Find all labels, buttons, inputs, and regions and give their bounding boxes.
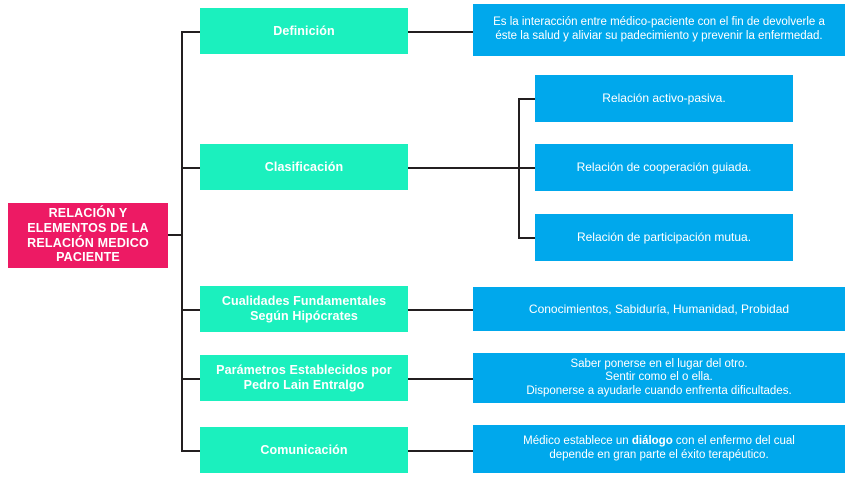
branch-node-comunicacion[interactable]: Comunicación bbox=[200, 427, 408, 473]
leaf-text-parametros: Saber ponerse en el lugar del otro. Sent… bbox=[473, 358, 845, 399]
connector-cualidades-to-leaf bbox=[408, 309, 474, 311]
branch-label-cualidades-line-2: Según Hipócrates bbox=[250, 309, 358, 323]
branch-label-parametros-line-2: Pedro Lain Entralgo bbox=[243, 378, 365, 392]
root-line-4: PACIENTE bbox=[56, 250, 120, 265]
connector-parametros-to-leaf bbox=[408, 378, 474, 380]
leaf-parametros-line-3: Disponerse a ayudarle cuando enfrenta di… bbox=[526, 384, 792, 397]
leaf-text-cualidades: Conocimientos, Sabiduría, Humanidad, Pro… bbox=[528, 301, 790, 316]
branch-label-definicion: Definición bbox=[273, 23, 335, 38]
connector-trunk-to-clasificacion bbox=[181, 167, 201, 169]
branch-label-parametros-line-1: Parámetros Establecidos por bbox=[216, 363, 392, 378]
leaf-node-clasificacion-3[interactable]: Relación de participación mutua. bbox=[535, 214, 793, 261]
connector-root-stub bbox=[168, 234, 183, 236]
connector-trunk-to-parametros bbox=[181, 378, 201, 380]
branch-node-definicion[interactable]: Definición bbox=[200, 8, 408, 54]
leaf-definicion-line-2: éste la salud y aliviar su padecimiento … bbox=[495, 30, 823, 42]
branch-node-parametros[interactable]: Parámetros Establecidos por Pedro Lain E… bbox=[200, 355, 408, 401]
leaf-text-comunicacion: Médico establece un diálogo con el enfer… bbox=[473, 435, 845, 462]
leaf-text-clasificacion-2: Relación de cooperación guiada. bbox=[576, 160, 752, 175]
leaf-text-clasificacion-3: Relación de participación mutua. bbox=[576, 230, 752, 245]
root-node-relacion-medico-paciente[interactable]: RELACIÓN Y ELEMENTOS DE LA RELACIÓN MEDI… bbox=[8, 203, 168, 268]
branch-node-cualidades[interactable]: Cualidades Fundamentales Según Hipócrate… bbox=[200, 286, 408, 332]
leaf-comunicacion-line-2: depende en gran parte el éxito terapéuti… bbox=[549, 449, 769, 461]
leaf-node-comunicacion-texto[interactable]: Médico establece un diálogo con el enfer… bbox=[473, 425, 845, 473]
leaf-parametros-line-1: Saber ponerse en el lugar del otro. bbox=[570, 357, 748, 370]
branch-label-cualidades-line-1: Cualidades Fundamentales bbox=[221, 294, 387, 309]
leaf-node-cualidades-texto[interactable]: Conocimientos, Sabiduría, Humanidad, Pro… bbox=[473, 287, 845, 331]
leaf-node-clasificacion-1[interactable]: Relación activo-pasiva. bbox=[535, 75, 793, 122]
connector-definicion-to-leaf bbox=[408, 31, 474, 33]
leaf-node-definicion-texto[interactable]: Es la interacción entre médico-paciente … bbox=[473, 4, 845, 56]
connector-trunk-to-definicion bbox=[181, 31, 201, 33]
leaf-node-parametros-texto[interactable]: Saber ponerse en el lugar del otro. Sent… bbox=[473, 353, 845, 403]
root-line-3: RELACIÓN MEDICO bbox=[27, 235, 149, 250]
connector-trunk-to-comunicacion bbox=[181, 450, 201, 452]
root-line-1: RELACIÓN Y bbox=[48, 206, 128, 220]
branch-label-clasificacion: Clasificación bbox=[264, 159, 344, 174]
leaf-text-clasificacion-1: Relación activo-pasiva. bbox=[602, 91, 726, 106]
leaf-definicion-line-1: Es la interacción entre médico-paciente … bbox=[493, 16, 825, 29]
leaf-text-definicion: Es la interacción entre médico-paciente … bbox=[473, 16, 845, 43]
branch-label-parametros: Parámetros Establecidos por Pedro Lain E… bbox=[200, 363, 408, 393]
connector-clasificacion-to-fork bbox=[408, 167, 520, 169]
root-line-2: ELEMENTOS DE LA bbox=[27, 220, 149, 235]
connector-comunicacion-to-leaf bbox=[408, 450, 474, 452]
connector-fork-to-clasificacion-3 bbox=[518, 237, 536, 239]
branch-label-cualidades: Cualidades Fundamentales Según Hipócrate… bbox=[200, 294, 408, 324]
connector-fork-to-clasificacion-1 bbox=[518, 98, 536, 100]
branch-node-clasificacion[interactable]: Clasificación bbox=[200, 144, 408, 190]
leaf-comunicacion-line-1: Médico establece un diálogo con el enfer… bbox=[523, 435, 795, 448]
leaf-parametros-line-2: Sentir como el o ella. bbox=[605, 371, 713, 384]
connector-fork-to-clasificacion-2 bbox=[518, 167, 536, 169]
connector-main-trunk bbox=[181, 31, 183, 451]
connector-trunk-to-cualidades bbox=[181, 309, 201, 311]
root-node-text: RELACIÓN Y ELEMENTOS DE LA RELACIÓN MEDI… bbox=[8, 206, 168, 265]
branch-label-comunicacion: Comunicación bbox=[260, 442, 348, 457]
leaf-node-clasificacion-2[interactable]: Relación de cooperación guiada. bbox=[535, 144, 793, 191]
